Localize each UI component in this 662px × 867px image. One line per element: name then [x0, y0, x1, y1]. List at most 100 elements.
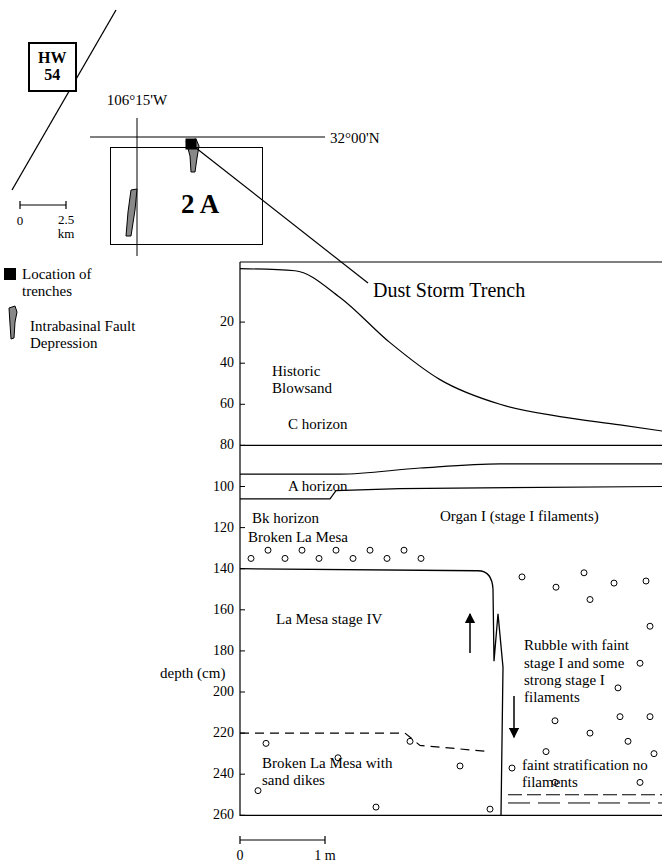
- rubble-clast: [552, 718, 558, 724]
- rubble-clast: [637, 660, 643, 666]
- rubble-clast: [299, 547, 305, 553]
- dashed-contact: [240, 733, 490, 751]
- unit-label: C horizon: [288, 416, 348, 433]
- rubble-clast: [519, 574, 525, 580]
- fault-depression: [126, 189, 137, 236]
- rubble-clast: [617, 714, 623, 720]
- depth-tick-label: 200: [213, 684, 234, 700]
- depth-tick-label: 140: [213, 561, 234, 577]
- depth-tick: [240, 486, 245, 487]
- rubble-clast: [643, 578, 649, 584]
- fault-depression: [186, 139, 199, 172]
- log-frame: [240, 262, 662, 815]
- depth-tick-label: 240: [213, 766, 234, 782]
- depth-tick-label: 40: [220, 355, 234, 371]
- rubble-clast: [581, 570, 587, 576]
- unit-label: A horizon: [288, 478, 348, 495]
- trench-scale-bar: [240, 836, 325, 844]
- depth-tick-label: 120: [213, 520, 234, 536]
- unit-label: Bk horizon: [252, 511, 319, 528]
- stratification-dashes: [508, 794, 662, 795]
- rubble-clast: [282, 555, 288, 561]
- legend-text: Intrabasinal Fault Depression: [30, 318, 160, 353]
- depth-tick-label: 60: [220, 396, 234, 412]
- scale-label: 1 m: [314, 848, 335, 864]
- scale-unit: km: [58, 227, 75, 242]
- motion-arrow: [513, 696, 515, 737]
- rubble-clast: [248, 555, 254, 561]
- rubble-clast: [543, 749, 549, 755]
- unit-label: faint stratification no filaments: [522, 757, 652, 792]
- unit-label: La Mesa stage IV: [276, 611, 382, 628]
- map-area-box: 2 A: [110, 147, 263, 245]
- legend-swatch: [4, 268, 16, 280]
- legend-text: Location of trenches: [22, 266, 122, 301]
- unit-label: Broken La Mesa with sand dikes: [262, 755, 422, 790]
- fault-line: [240, 569, 503, 816]
- rubble-clast: [587, 597, 593, 603]
- rubble-clast: [401, 547, 407, 553]
- unit-label: Broken La Mesa: [248, 529, 348, 546]
- rubble-clast: [647, 714, 653, 720]
- rubble-clast: [255, 788, 261, 794]
- rubble-clast: [384, 555, 390, 561]
- rubble-clast: [367, 547, 373, 553]
- depth-tick: [240, 609, 245, 610]
- depth-tick-label: 80: [220, 437, 234, 453]
- depth-tick-label: 260: [213, 807, 234, 823]
- depth-tick: [240, 322, 245, 323]
- highway-label: HW 54: [35, 50, 70, 84]
- depth-tick: [240, 527, 245, 528]
- motion-arrow: [469, 614, 471, 653]
- rubble-clast: [265, 547, 271, 553]
- depth-tick-label: 100: [213, 478, 234, 494]
- rubble-clast: [418, 555, 424, 561]
- horizon-boundary: [240, 445, 662, 446]
- depth-tick-label: 20: [220, 314, 234, 330]
- unit-label: Organ I (stage I filaments): [440, 509, 599, 526]
- depth-tick: [240, 404, 245, 405]
- scale-label: 0: [17, 214, 24, 229]
- rubble-clast: [587, 730, 593, 736]
- depth-tick: [240, 650, 245, 651]
- rubble-clast: [611, 580, 617, 586]
- depth-tick: [240, 774, 245, 775]
- scale-label: 2.5: [58, 213, 74, 228]
- rubble-clast: [333, 547, 339, 553]
- stratification-dashes: [508, 802, 662, 803]
- rubble-clast: [615, 685, 621, 691]
- axis-title: depth (cm): [160, 665, 225, 682]
- unit-label: Rubble with faint stage I and some stron…: [524, 637, 659, 706]
- longitude-label: 106°15'W: [107, 92, 167, 109]
- rubble-clast: [373, 804, 379, 810]
- rubble-clast: [509, 765, 515, 771]
- horizon-boundary: [240, 464, 662, 474]
- rubble-clast: [316, 555, 322, 561]
- meridian-line: [137, 118, 138, 256]
- latitude-label: 32°00'N: [330, 130, 380, 147]
- rubble-clast: [407, 738, 413, 744]
- rubble-clast: [651, 751, 657, 757]
- unit-label: Historic Blowsand: [272, 362, 362, 397]
- rubble-clast: [637, 779, 643, 785]
- depth-tick: [240, 815, 245, 816]
- highway-shield: HW 54: [28, 42, 77, 92]
- highway-line: [12, 10, 116, 190]
- depth-tick-label: 160: [213, 602, 234, 618]
- rubble-clast: [487, 806, 493, 812]
- area-label: 2 A: [181, 190, 262, 218]
- rubble-clast: [457, 763, 463, 769]
- leader-line: [196, 148, 368, 283]
- map-scale-bar: [20, 201, 66, 209]
- depth-tick: [240, 692, 245, 693]
- depth-tick-label: 180: [213, 643, 234, 659]
- rubble-clast: [647, 623, 653, 629]
- rubble-clast: [350, 555, 356, 561]
- rubble-clast: [263, 740, 269, 746]
- depth-tick-label: 220: [213, 725, 234, 741]
- scale-label: 0: [237, 848, 244, 864]
- parallel-line: [90, 137, 325, 138]
- rubble-clast: [553, 584, 559, 590]
- trench-name: Dust Storm Trench: [373, 279, 525, 302]
